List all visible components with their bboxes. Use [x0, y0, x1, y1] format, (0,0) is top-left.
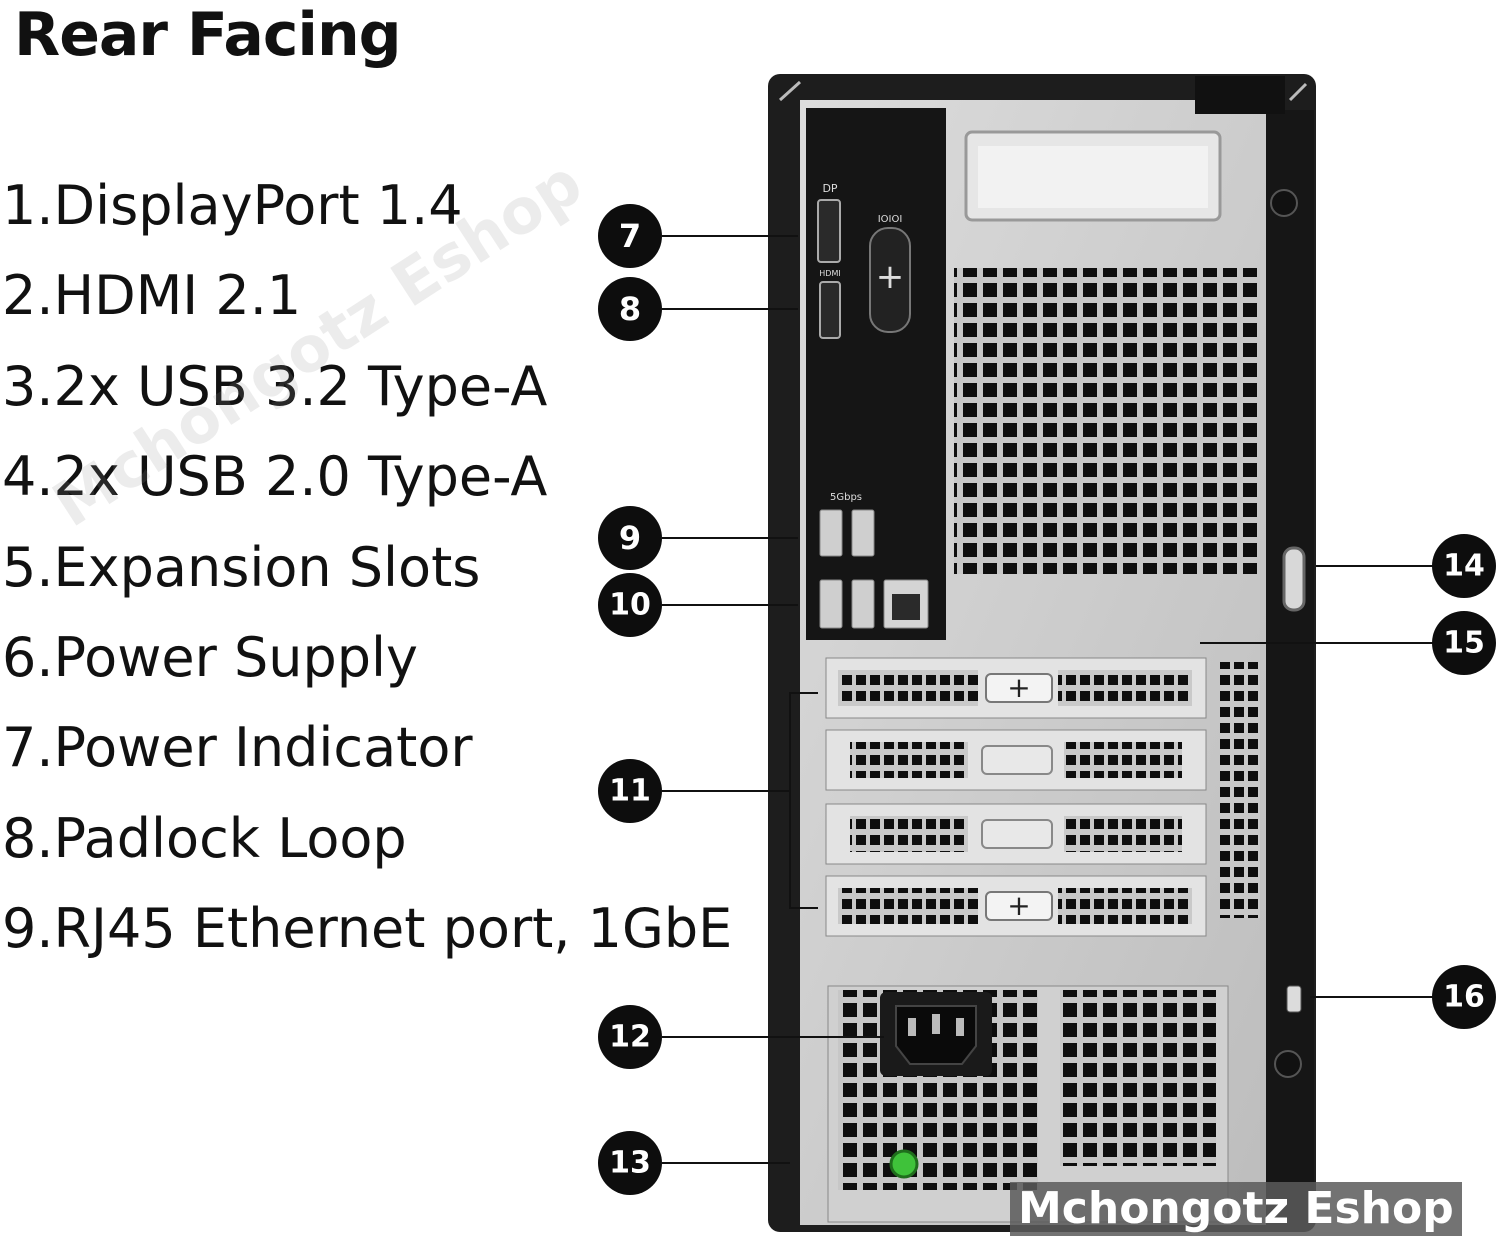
svg-text:15: 15 [1443, 626, 1485, 661]
callout-badge: 7 [598, 204, 662, 268]
svg-text:12: 12 [609, 1020, 651, 1055]
usb32-port[interactable] [819, 509, 843, 557]
legend-item: 2.HDMI 2.1 [2, 264, 302, 328]
svg-text:14: 14 [1443, 549, 1485, 584]
ac-pin [932, 1014, 940, 1034]
port-legend: 1.DisplayPort 1.4 2.HDMI 2.1 3.2x USB 3.… [2, 170, 732, 984]
svg-text:8: 8 [619, 290, 641, 328]
corner-mark [1288, 82, 1308, 102]
svg-text:10: 10 [609, 588, 651, 623]
callout-badge: 12 [598, 1005, 662, 1069]
rj45-socket [892, 594, 920, 620]
watermark-banner: Mchongotz Eshop [1010, 1182, 1462, 1236]
legend-item: 1.DisplayPort 1.4 [2, 174, 463, 237]
callout-badge: 16 [1432, 965, 1496, 1029]
displayport-port[interactable] [817, 199, 841, 263]
hdmi-label: HDMI [819, 269, 840, 278]
callout-badge: 11 [598, 759, 662, 823]
usb-speed-label: 5Gbps [830, 492, 862, 503]
svg-text:16: 16 [1443, 980, 1485, 1015]
callout-badge: 15 [1432, 611, 1496, 675]
svg-text:13: 13 [609, 1146, 651, 1181]
side-vent [1220, 662, 1260, 918]
legend-item: 9.RJ45 Ethernet port, 1GbE [2, 897, 733, 961]
legend-item: 4.2x USB 2.0 Type-A [2, 445, 548, 509]
page-title: Rear Facing [14, 0, 402, 70]
displayport-label: DP [822, 182, 837, 195]
padlock-loop[interactable] [1282, 546, 1306, 612]
hdmi-port[interactable] [819, 281, 841, 339]
power-indicator-led [889, 1149, 919, 1179]
top-latch [1195, 76, 1285, 114]
ac-pin [908, 1018, 916, 1036]
serial-knockout [869, 227, 911, 333]
security-slot[interactable] [1286, 985, 1302, 1013]
svg-text:9: 9 [619, 519, 641, 557]
legend-item: 3.2x USB 3.2 Type-A [2, 354, 548, 418]
serial-label: IOIOI [878, 214, 903, 225]
leader-lines [662, 235, 1434, 1164]
svg-text:+: + [1007, 671, 1030, 704]
top-vent [954, 268, 1260, 574]
expansion-slots: + + [825, 657, 1207, 937]
ac-pin [956, 1018, 964, 1036]
usb20-port[interactable] [819, 579, 843, 629]
callout-badge: 13 [598, 1131, 662, 1195]
legend-item: 6.Power Supply [2, 625, 418, 689]
svg-text:7: 7 [619, 217, 641, 255]
usb32-port[interactable] [851, 509, 875, 557]
svg-text:11: 11 [609, 774, 651, 809]
thumbscrew-icon [1274, 1050, 1302, 1078]
legend-item: 7.Power Indicator [2, 716, 473, 780]
callout-badge: 10 [598, 573, 662, 637]
handle-recess [978, 146, 1208, 208]
callout-badge: 8 [598, 277, 662, 341]
corner-mark [778, 80, 802, 102]
plus-icon: + [876, 257, 905, 297]
callout-badge: 9 [598, 506, 662, 570]
legend-item: 8.Padlock Loop [2, 806, 407, 870]
callout-badge: 14 [1432, 534, 1496, 598]
usb20-port[interactable] [851, 579, 875, 629]
psu-vent [1060, 990, 1216, 1166]
chassis-right-rail [1266, 110, 1314, 1220]
legend-item: 5.Expansion Slots [2, 535, 481, 599]
thumbscrew-icon [1270, 189, 1298, 217]
svg-text:+: + [1007, 889, 1030, 922]
